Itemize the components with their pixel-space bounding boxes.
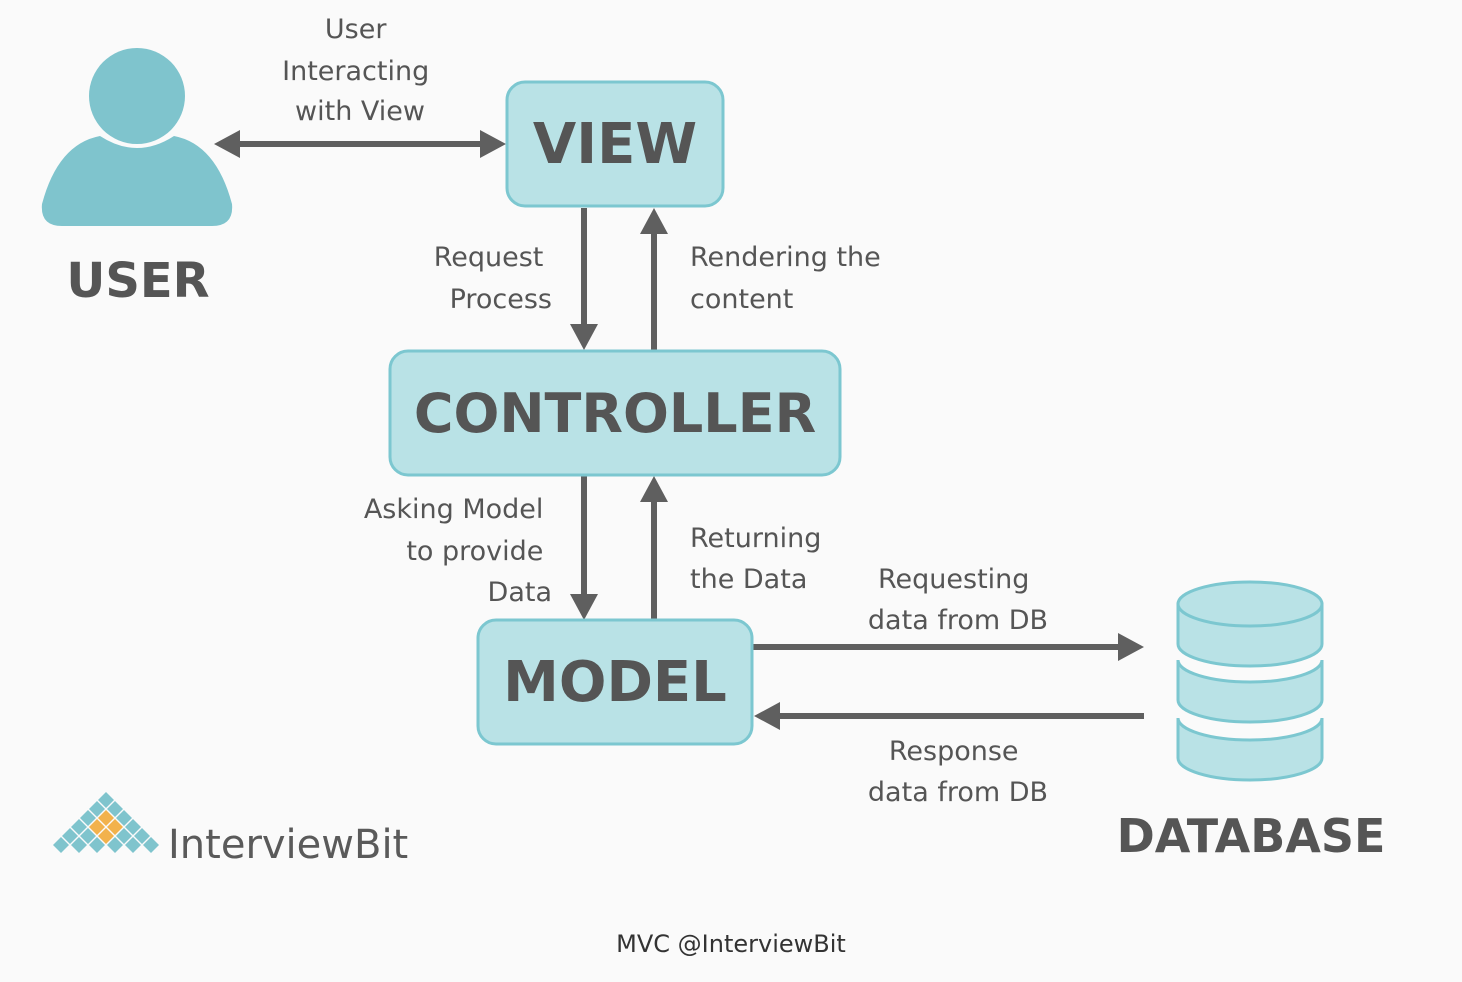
edge-label-view-controller: Request Process: [434, 242, 552, 315]
controller-node: CONTROLLER: [388, 349, 842, 477]
caption: MVC @InterviewBit: [616, 930, 846, 958]
arrowhead-down-model: [570, 594, 598, 620]
logo-diamond: [143, 837, 159, 853]
logo-diamond: [125, 837, 141, 853]
logo-diamond: [98, 810, 114, 826]
logo-diamond: [107, 837, 123, 853]
logo-text: InterviewBit: [168, 822, 408, 868]
logo-diamond: [107, 819, 123, 835]
arrowhead-left-model: [754, 702, 780, 730]
model-node: MODEL: [476, 618, 754, 746]
logo-diamond: [125, 819, 141, 835]
logo-diamond: [116, 810, 132, 826]
arrowhead-left-user: [214, 130, 240, 158]
edge-label-controller-view: Rendering the content: [690, 242, 889, 315]
logo-diamond: [80, 828, 96, 844]
user-icon: [41, 48, 233, 226]
view-label: VIEW: [533, 112, 697, 177]
user-label: USER: [66, 253, 209, 309]
logo-diamond-mark: [53, 792, 159, 853]
database-label: DATABASE: [1117, 809, 1386, 863]
arrowhead-up-controller: [640, 476, 668, 502]
edge-label-model-controller: Returning the Data: [690, 523, 830, 595]
logo-diamond: [89, 819, 105, 835]
logo-diamond: [89, 837, 105, 853]
database-icon: [1176, 580, 1324, 782]
logo-diamond: [53, 837, 69, 853]
arrowhead-right-database: [1118, 633, 1144, 661]
logo-diamond: [134, 828, 150, 844]
controller-label: CONTROLLER: [414, 382, 816, 445]
logo-diamond: [71, 837, 87, 853]
interviewbit-logo: InterviewBit: [53, 792, 408, 868]
logo-diamond: [107, 801, 123, 817]
logo-diamond: [62, 828, 78, 844]
edge-label-controller-model: Asking Model to provide Data: [364, 494, 552, 608]
edge-label-model-database: Requesting data from DB: [868, 564, 1048, 636]
edge-label-database-model: Response data from DB: [868, 736, 1048, 808]
arrowhead-up-view: [640, 208, 668, 234]
arrowhead-down-controller: [570, 324, 598, 350]
edge-label-user-view: User Interacting with View: [282, 14, 438, 127]
logo-diamond: [98, 792, 114, 808]
arrows: [214, 130, 1144, 730]
arrowhead-right-view: [480, 130, 506, 158]
logo-diamond: [71, 819, 87, 835]
logo-diamond: [116, 828, 132, 844]
model-label: MODEL: [503, 650, 727, 715]
view-node: VIEW: [505, 80, 725, 208]
logo-diamond: [80, 810, 96, 826]
logo-diamond: [89, 801, 105, 817]
logo-diamond: [98, 828, 114, 844]
